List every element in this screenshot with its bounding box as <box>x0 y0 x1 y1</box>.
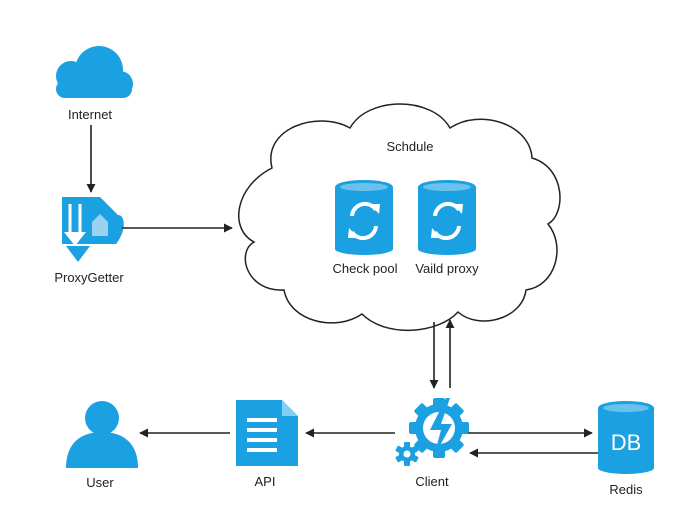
check-pool-db-icon <box>335 180 393 255</box>
gear-lightning-icon <box>395 398 469 466</box>
api-label: API <box>254 474 276 489</box>
redis-label: Redis <box>609 482 643 497</box>
connectors <box>86 125 598 458</box>
schedule-cloud <box>238 103 561 332</box>
valid-proxy-db-icon <box>418 180 476 255</box>
document-icon <box>236 400 298 466</box>
user-icon <box>66 401 138 468</box>
valid-proxy-label: Vaild proxy <box>415 261 479 276</box>
check-pool-label: Check pool <box>332 261 398 276</box>
schedule-label: Schdule <box>386 139 434 154</box>
database-icon <box>598 401 654 474</box>
download-icon <box>62 197 124 262</box>
internet-label: Internet <box>67 107 113 122</box>
cloud-icon <box>56 46 133 98</box>
redis-badge: DB <box>611 430 642 455</box>
client-label: Client <box>415 474 449 489</box>
proxygetter-label: ProxyGetter <box>54 270 124 285</box>
user-label: User <box>86 475 114 490</box>
